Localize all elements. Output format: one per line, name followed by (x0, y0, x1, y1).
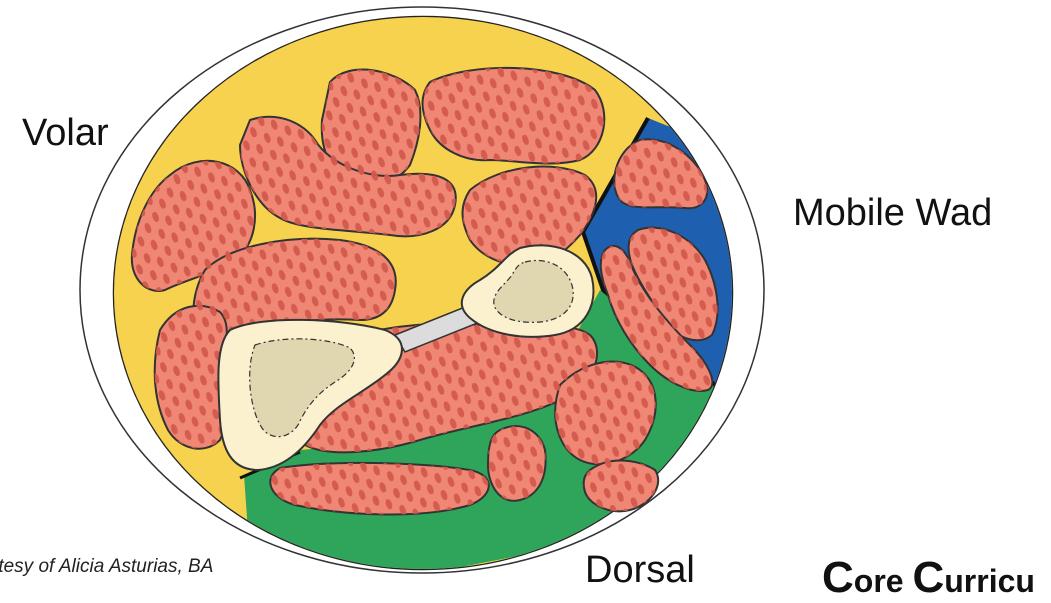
brand-rest-2: urricu (944, 563, 1035, 599)
image-credit: rtesy of Alicia Asturias, BA (0, 556, 213, 578)
forearm-cross-section-diagram (0, 0, 1051, 588)
brand-logo-text: Core Curricu (822, 553, 1035, 603)
brand-letter-1: C (822, 553, 854, 602)
brand-rest-1: ore (854, 563, 913, 599)
label-mobile-wad: Mobile Wad (793, 192, 992, 235)
brand-letter-2: C (912, 553, 944, 602)
label-dorsal: Dorsal (585, 549, 695, 592)
label-volar: Volar (22, 112, 109, 155)
